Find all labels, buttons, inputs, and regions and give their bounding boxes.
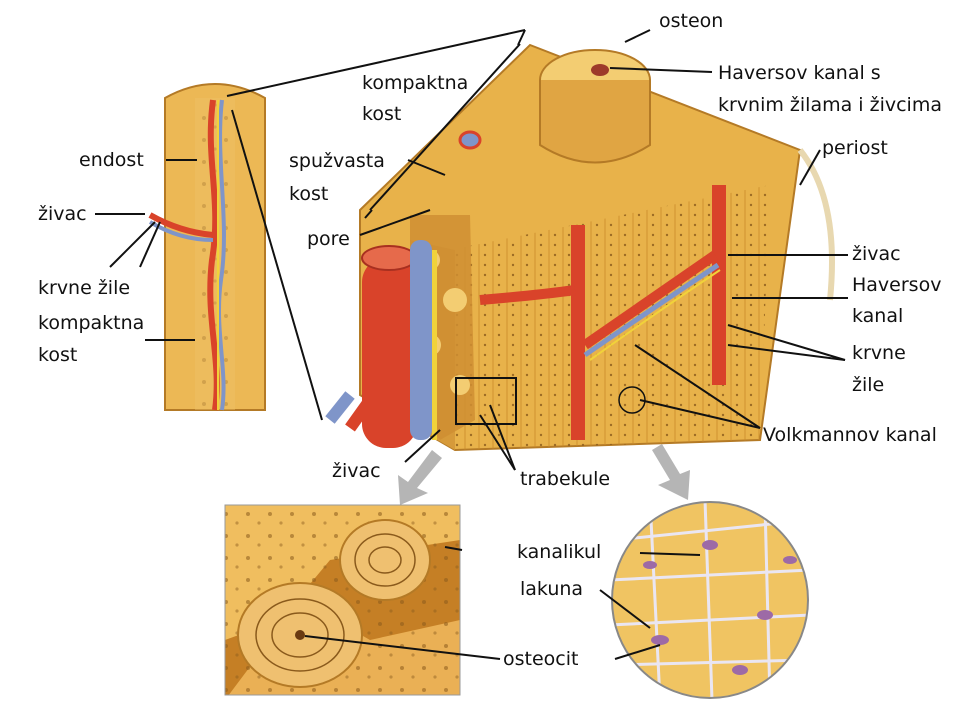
label-haversov-kanal-right-line1: Haversov xyxy=(852,274,941,296)
label-krvne-zile-left: krvne žile xyxy=(38,277,130,299)
label-krvne-zile-right-line2: žile xyxy=(852,374,884,396)
label-kompaktna-kost-top-line2: kost xyxy=(362,103,401,125)
label-osteon: osteon xyxy=(659,10,723,32)
arrow-to-spongy xyxy=(398,450,442,505)
label-haversov-kanal-line1: Haversov kanal s xyxy=(718,62,881,84)
label-zivac-left: živac xyxy=(38,203,87,225)
label-kanalikul: kanalikul xyxy=(517,541,601,563)
label-pore: pore xyxy=(307,228,350,250)
label-spuzvasta-kost-line1: spužvasta xyxy=(289,150,385,172)
label-periost: periost xyxy=(822,137,888,159)
label-haversov-kanal-right-line2: kanal xyxy=(852,305,903,327)
long-bone-section xyxy=(150,84,265,410)
arrow-to-compact xyxy=(652,444,690,500)
label-haversov-kanal-line2: krvnim žilama i živcima xyxy=(718,94,942,116)
label-krvne-zile-right-line1: krvne xyxy=(852,342,906,364)
label-zivac-right: živac xyxy=(852,243,901,265)
label-lakuna: lakuna xyxy=(520,578,583,600)
label-endost: endost xyxy=(79,149,144,171)
label-volkmannov-kanal: Volkmannov kanal xyxy=(763,424,937,446)
label-trabekule: trabekule xyxy=(520,468,610,490)
label-osteocit: osteocit xyxy=(503,648,578,670)
label-zivac-bottom: živac xyxy=(332,460,381,482)
label-spuzvasta-kost-line2: kost xyxy=(289,183,328,205)
label-kompaktna-kost-left-line2: kost xyxy=(38,344,77,366)
spongy-magnified xyxy=(225,505,460,700)
lacuna-magnified xyxy=(600,490,820,709)
label-kompaktna-kost-top-line1: kompaktna xyxy=(362,72,468,94)
label-kompaktna-kost-left-line1: kompaktna xyxy=(38,312,144,334)
